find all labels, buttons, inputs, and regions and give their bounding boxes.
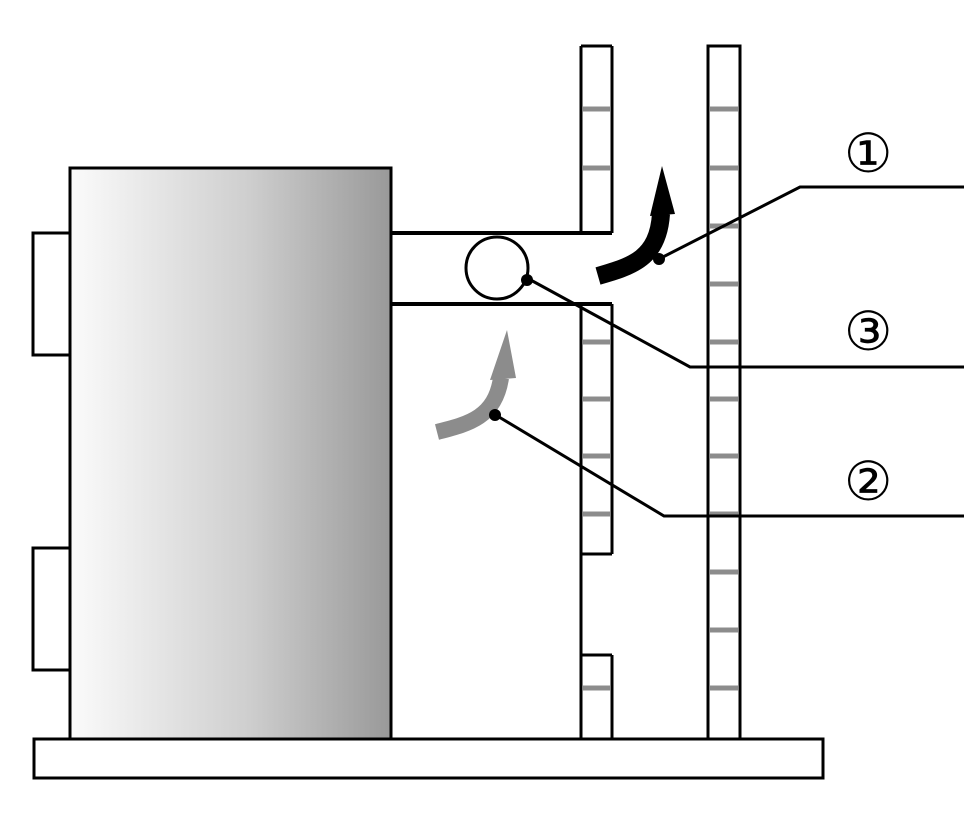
label-one: ① [844, 122, 892, 185]
ladder-rungs [583, 106, 738, 691]
lower-side-tab [31, 546, 73, 672]
black-flow-arrow [595, 166, 675, 285]
leader-dot-one [653, 253, 665, 265]
upper-side-tab [31, 231, 73, 357]
leader-dot-two [489, 409, 501, 421]
outer-ladder [706, 44, 742, 741]
inner-ladder [579, 44, 614, 739]
label-three: ③ [844, 300, 892, 363]
base-plate [32, 737, 825, 780]
leader-line-three [526, 276, 964, 369]
label-two: ② [844, 450, 892, 513]
gray-flow-arrow [435, 330, 516, 440]
leader-line-two [493, 412, 964, 518]
leader-dot-three [521, 274, 533, 286]
leader-lines [493, 185, 964, 518]
duct-circle [464, 235, 530, 301]
leader-line-one [658, 185, 964, 261]
tank-body [68, 166, 393, 741]
